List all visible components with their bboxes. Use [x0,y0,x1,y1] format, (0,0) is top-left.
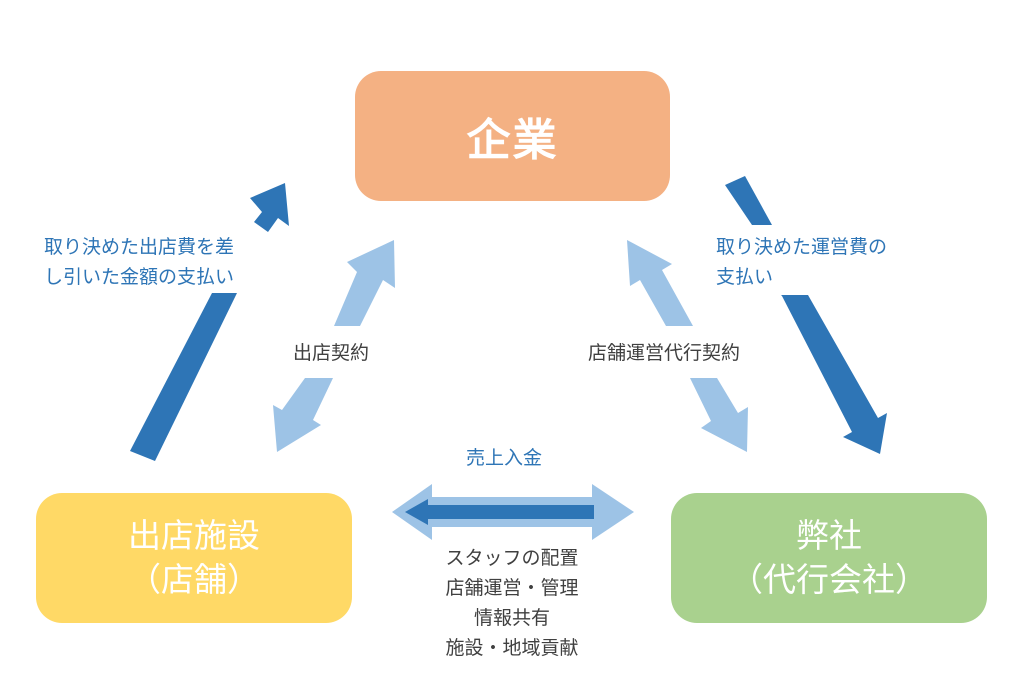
payment-arrow-company-to-us-head [725,176,772,225]
service-item: スタッフの配置 [445,547,579,569]
contract-arrow-company-us-down [690,378,748,452]
node-us-line2: （代行会社） [730,560,928,599]
contract-arrow-company-us-up [627,240,693,326]
label-services: スタッフの配置 店舗運営・管理 情報共有 施設・地域貢献 [412,543,612,663]
node-us: 弊社 （代行会社） [671,493,987,623]
node-company: 企業 [355,71,670,201]
payment-arrow-store-to-company-shaft [130,293,237,461]
label-company-us-contract: 店舗運営代行契約 [588,342,741,364]
sales-deposit-arrow-inner [405,499,594,525]
label-company-to-us-payment: 取り決めた運営費の 支払い [716,232,887,292]
label-sales-deposit: 売上入金 [466,447,543,469]
service-item: 情報共有 [473,607,550,629]
node-company-label: 企業 [466,115,559,166]
label-line: 支払い [716,266,774,288]
label-line: 取り決めた出店費を差 [44,236,235,258]
payment-arrow-store-to-company-head [250,183,289,232]
node-store-line1: 出店施設 [128,516,260,555]
label-store-to-company-payment: 取り決めた出店費を差 し引いた金額の支払い [44,232,234,292]
node-store: 出店施設 （店舗） [36,493,352,623]
service-item: 施設・地域貢献 [445,637,579,659]
service-item: 店舗運営・管理 [445,577,579,599]
contract-arrow-store-company-down [273,378,333,452]
payment-arrow-company-to-us-shaft [781,295,887,454]
label-line: し引いた金額の支払い [44,266,235,288]
label-line: 取り決めた運営費の [716,236,888,258]
contract-arrow-store-company-up [334,240,395,326]
label-store-company-contract: 出店契約 [293,342,370,364]
node-store-line2: （店舗） [128,560,260,599]
node-us-line1: 弊社 [796,516,862,555]
